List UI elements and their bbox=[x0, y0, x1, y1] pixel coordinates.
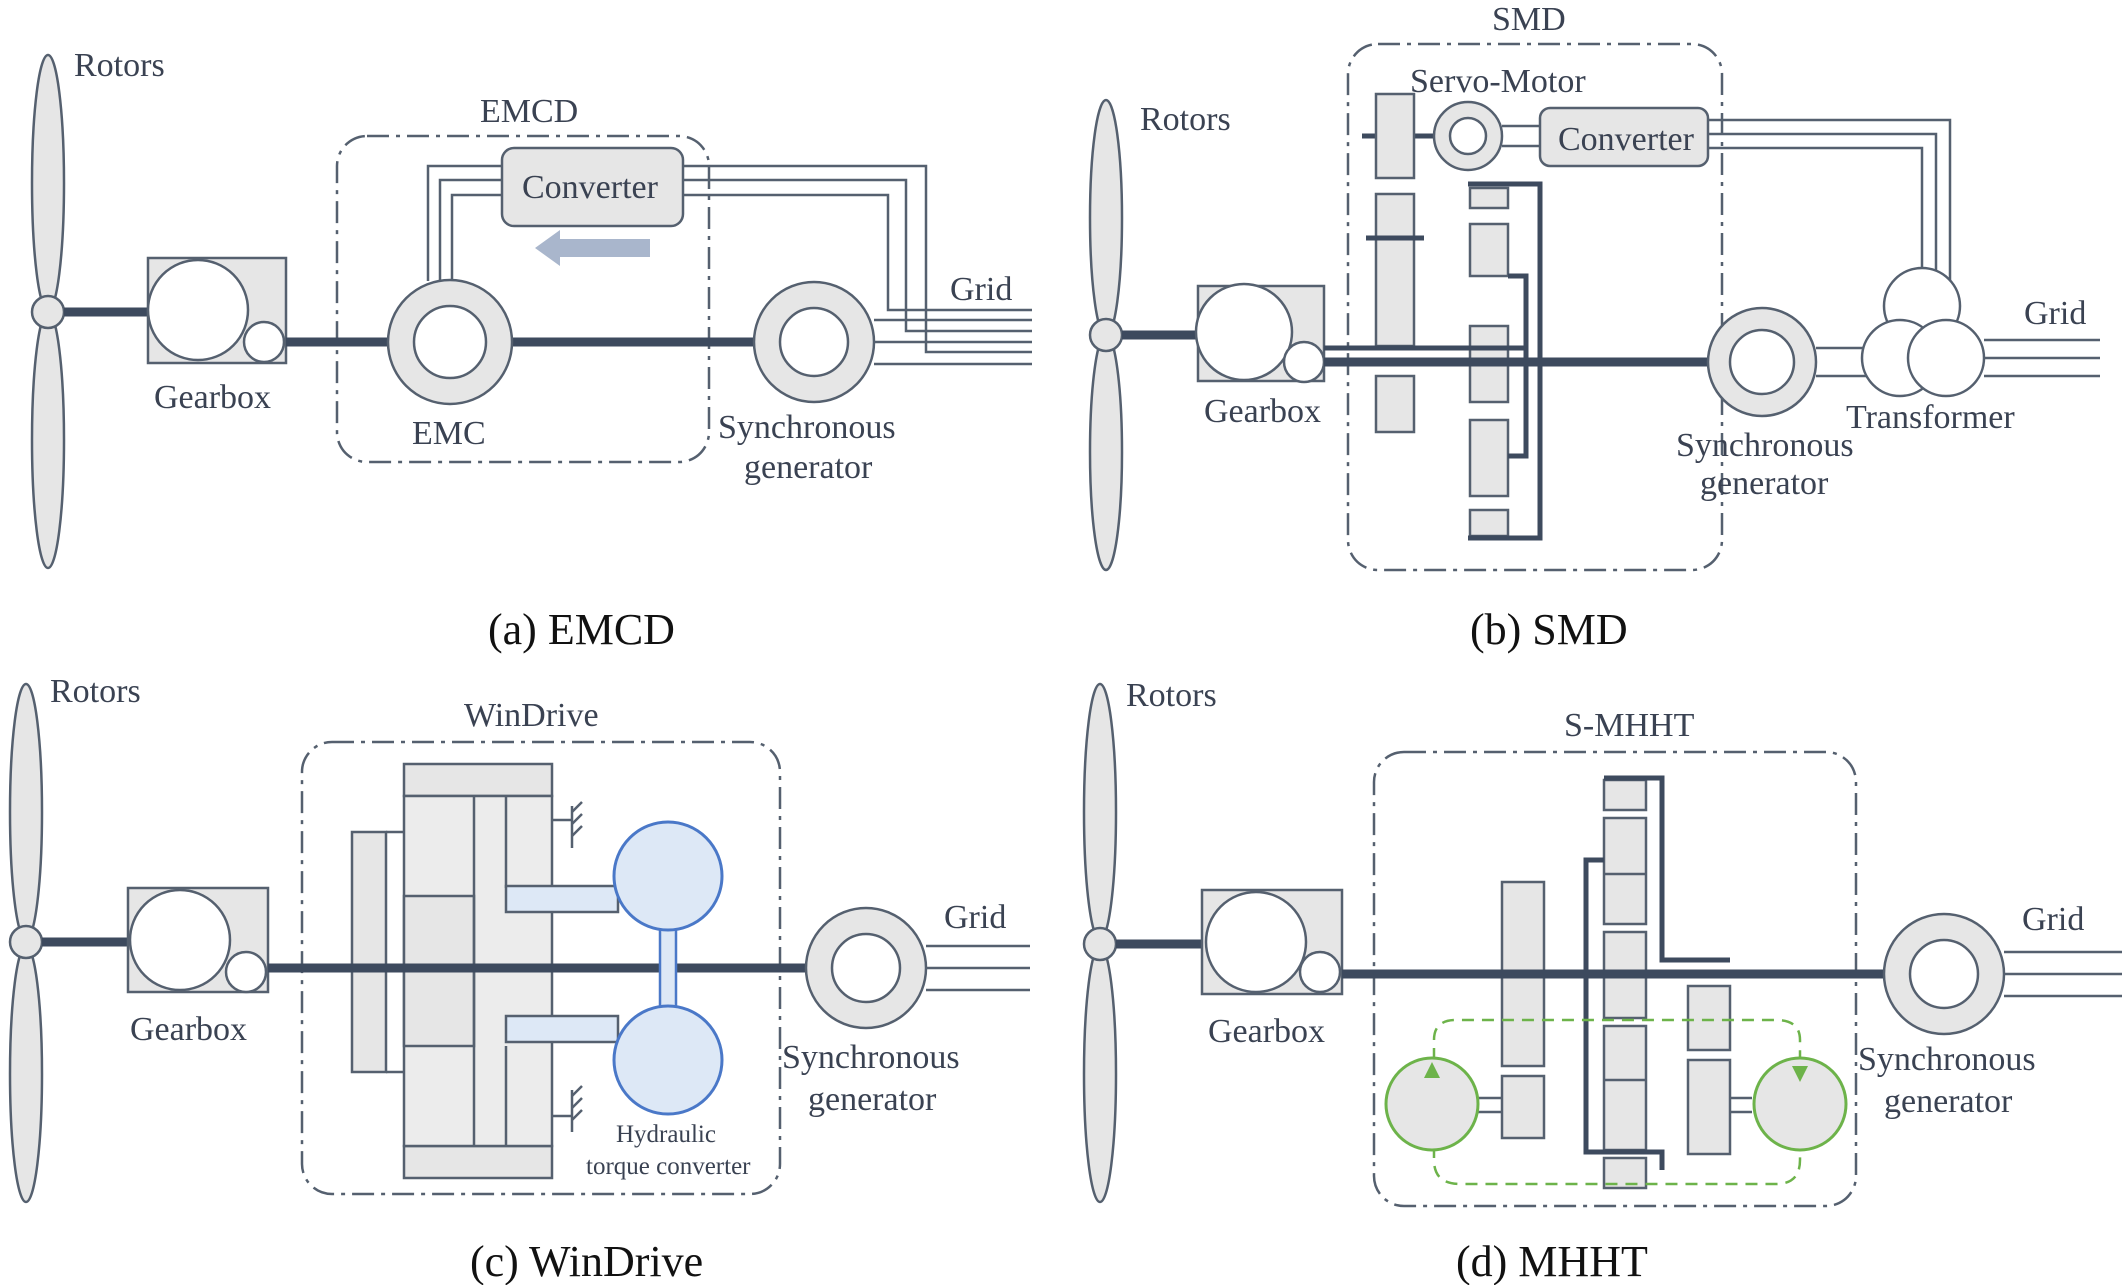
rotors-label-b: Rotors bbox=[1140, 101, 1231, 138]
power-flow-arrow bbox=[535, 230, 650, 266]
caption-b: (b) SMD bbox=[1470, 605, 1628, 654]
smd-group bbox=[1346, 42, 1724, 572]
caption-d: (d) MHHT bbox=[1456, 1237, 1648, 1285]
rotor-c bbox=[8, 682, 44, 1204]
generator-a bbox=[752, 280, 876, 404]
grid-label-a: Grid bbox=[950, 271, 1012, 308]
gearbox-label-c: Gearbox bbox=[130, 1011, 247, 1048]
grid-label-d: Grid bbox=[2022, 901, 2084, 938]
converter-a bbox=[500, 146, 685, 228]
converter-label-a: Converter bbox=[522, 169, 659, 206]
generator-c bbox=[804, 906, 928, 1030]
htc-arm-lower bbox=[504, 1014, 620, 1044]
panel-c: Rotors Gearbox WinDrive bbox=[8, 673, 1030, 1285]
gearbox-label-b: Gearbox bbox=[1204, 393, 1321, 430]
s-mhht-group bbox=[1372, 750, 1858, 1208]
hydraulic-pump-left bbox=[1384, 1056, 1480, 1152]
generator-d bbox=[1882, 912, 2006, 1036]
transformer bbox=[1860, 266, 1986, 398]
htc-label-1: Hydraulic bbox=[616, 1121, 716, 1148]
emcd-group bbox=[335, 134, 711, 464]
gearbox-label-d: Gearbox bbox=[1208, 1013, 1325, 1050]
generator-b bbox=[1706, 306, 1818, 418]
generator-label-a-1: Synchronous bbox=[718, 409, 896, 446]
planetary-gear-b bbox=[1324, 92, 1543, 541]
generator-label-c-2: generator bbox=[808, 1081, 937, 1118]
transformer-label: Transformer bbox=[1846, 399, 2015, 436]
generator-label-c-1: Synchronous bbox=[782, 1039, 960, 1076]
converter-label-b: Converter bbox=[1558, 121, 1695, 158]
servo-motor-label: Servo-Motor bbox=[1410, 63, 1586, 100]
rotor-d bbox=[1082, 682, 1118, 1204]
generator-label-a-2: generator bbox=[744, 449, 873, 486]
gearbox-label-a: Gearbox bbox=[154, 379, 271, 416]
panel-a: Rotors Gearbox EMCD Converter bbox=[30, 47, 1032, 654]
grid-lines-b bbox=[1984, 338, 2100, 378]
rotor-a bbox=[30, 53, 66, 570]
windrive-group-label: WinDrive bbox=[464, 697, 599, 734]
s-mhht-group-label: S-MHHT bbox=[1564, 707, 1695, 744]
hydraulic-loop bbox=[1432, 1018, 1802, 1186]
smd-group-label: SMD bbox=[1492, 1, 1566, 38]
generator-label-d-1: Synchronous bbox=[1858, 1041, 2036, 1078]
grid-label-b: Grid bbox=[2024, 295, 2086, 332]
htc-label-2: torque converter bbox=[586, 1153, 751, 1180]
caption-c: (c) WinDrive bbox=[470, 1237, 703, 1285]
gearbox-d bbox=[1200, 888, 1344, 996]
generator-label-b-2: generator bbox=[1700, 465, 1829, 502]
emc-a bbox=[386, 278, 514, 406]
htc-arm-upper bbox=[504, 884, 620, 914]
generator-label-d-2: generator bbox=[1884, 1083, 2013, 1120]
rotors-label-c: Rotors bbox=[50, 673, 141, 710]
grid-lines-d bbox=[2004, 950, 2122, 998]
gearbox-c bbox=[126, 886, 270, 994]
hydraulic-pump-right bbox=[1752, 1056, 1848, 1152]
gearbox-b bbox=[1194, 282, 1326, 384]
grid-lines-c bbox=[926, 944, 1030, 992]
emc-label-a: EMC bbox=[412, 415, 486, 452]
panel-d: Rotors Gearbox S-MHHT bbox=[1082, 677, 2122, 1285]
emcd-group-label: EMCD bbox=[480, 93, 578, 130]
rotor-b bbox=[1088, 98, 1124, 572]
caption-a: (a) EMCD bbox=[488, 605, 675, 654]
generator-label-b-1: Synchronous bbox=[1676, 427, 1854, 464]
rotors-label-a: Rotors bbox=[74, 47, 165, 84]
converter-wires-b bbox=[1502, 118, 1952, 290]
converter-wires-a bbox=[426, 164, 1032, 354]
gearbox-a bbox=[146, 256, 288, 365]
grid-lines-a bbox=[874, 318, 1032, 366]
mhht-gearing bbox=[1478, 775, 1752, 1190]
converter-b bbox=[1538, 106, 1710, 168]
grid-label-c: Grid bbox=[944, 899, 1006, 936]
hydraulic-torque-converter bbox=[612, 820, 724, 1116]
rotors-label-d: Rotors bbox=[1126, 677, 1217, 714]
panel-b: Rotors Gearbox SMD Servo-Motor bbox=[1088, 1, 2100, 654]
